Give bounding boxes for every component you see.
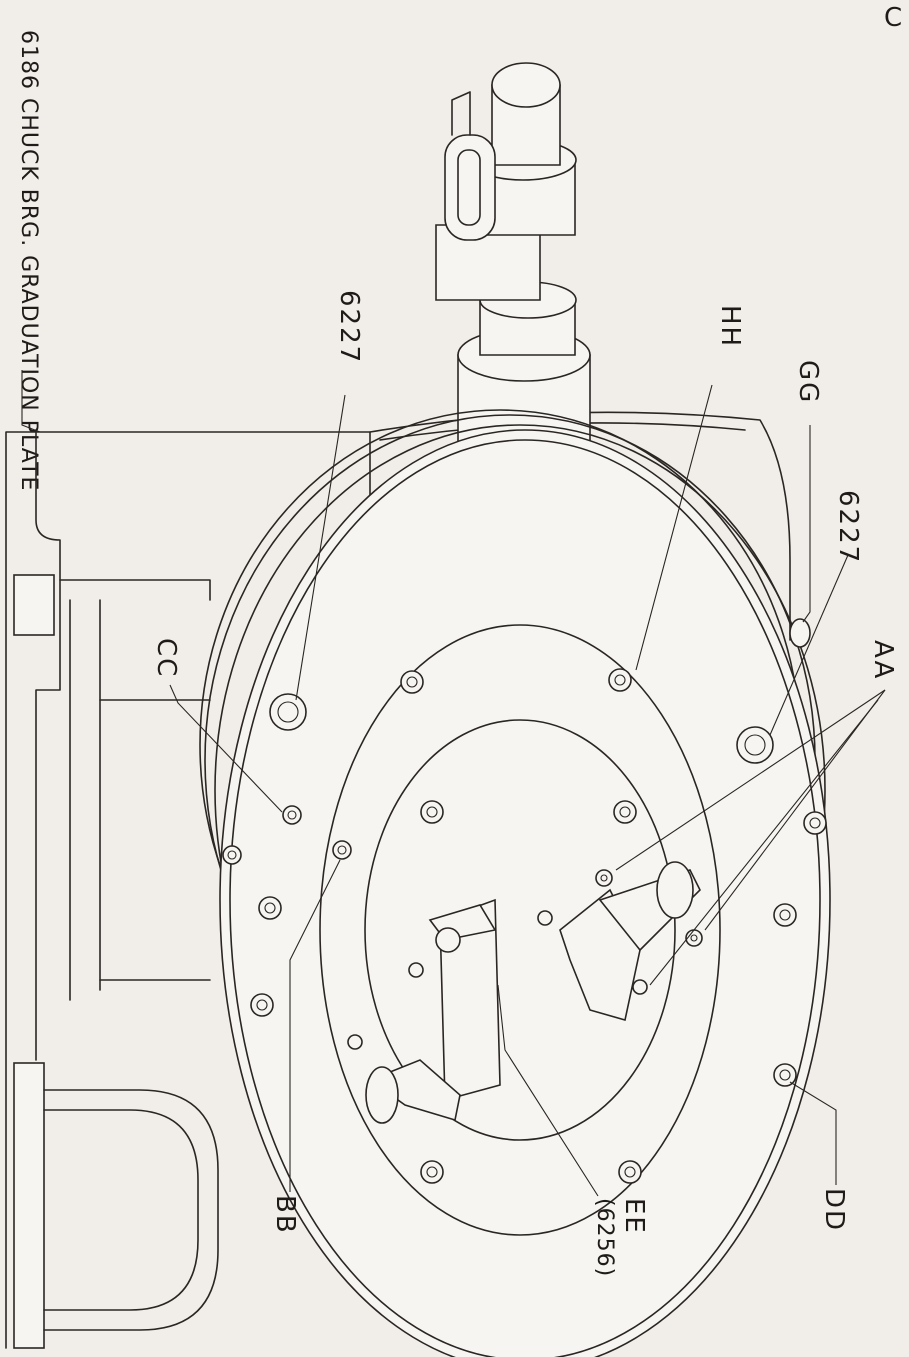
screw <box>420 1160 444 1184</box>
screw <box>332 840 352 860</box>
chuck-body <box>199 409 831 1357</box>
screw <box>222 845 242 865</box>
label-hh: HH <box>715 305 745 348</box>
foot-flange <box>13 1062 45 1349</box>
screw <box>537 910 553 926</box>
svg-text:BB: BB <box>270 1195 300 1235</box>
label-aa: AA <box>868 640 898 680</box>
screw <box>608 668 632 692</box>
note-leader-line <box>21 370 41 433</box>
screw <box>282 805 302 825</box>
chuck-jaws <box>365 861 701 1124</box>
label-6227-left: 6227 <box>334 290 364 364</box>
screw <box>258 896 282 920</box>
leader-lines <box>169 384 886 1197</box>
svg-text:EE: EE <box>619 1198 649 1235</box>
screw <box>803 811 827 835</box>
base-bracket <box>5 431 371 1349</box>
label-cc: CC <box>151 638 181 678</box>
svg-text:HH: HH <box>715 305 745 348</box>
screw <box>420 800 444 824</box>
screw <box>632 979 648 995</box>
socket-screw-right <box>736 726 774 764</box>
screw <box>773 903 797 927</box>
svg-text:CC: CC <box>151 638 181 678</box>
screw <box>613 800 637 824</box>
graduation-plate-note-text: 6186 CHUCK BRG. GRADUATION PLATE <box>16 30 41 491</box>
screw <box>400 670 424 694</box>
screw <box>773 1063 797 1087</box>
graduation-plate-note: 6186 CHUCK BRG. GRADUATION PLATE <box>16 30 41 491</box>
label-dd: DD <box>819 1188 849 1232</box>
svg-text:6227: 6227 <box>334 290 364 364</box>
label-bb: BB <box>270 1195 300 1235</box>
label-gg: GG <box>793 360 823 404</box>
face-screws <box>222 668 827 1184</box>
clamp-block <box>13 574 55 636</box>
side-plug <box>789 618 811 648</box>
screw <box>685 929 703 947</box>
screw <box>408 962 424 978</box>
socket-screw-left <box>269 693 307 731</box>
label-ee-part: (6256) <box>592 1198 617 1277</box>
page-mark: C <box>884 3 904 33</box>
label-ee: EE <box>619 1198 649 1235</box>
svg-text:6227: 6227 <box>833 490 863 564</box>
svg-text:GG: GG <box>793 360 823 404</box>
screw <box>250 993 274 1017</box>
svg-text:(6256): (6256) <box>592 1198 617 1277</box>
screw <box>595 869 613 887</box>
screw <box>347 1034 363 1050</box>
svg-text:DD: DD <box>819 1188 849 1232</box>
label-6227-right: 6227 <box>833 490 863 564</box>
svg-text:AA: AA <box>868 640 898 680</box>
screw <box>618 1160 642 1184</box>
